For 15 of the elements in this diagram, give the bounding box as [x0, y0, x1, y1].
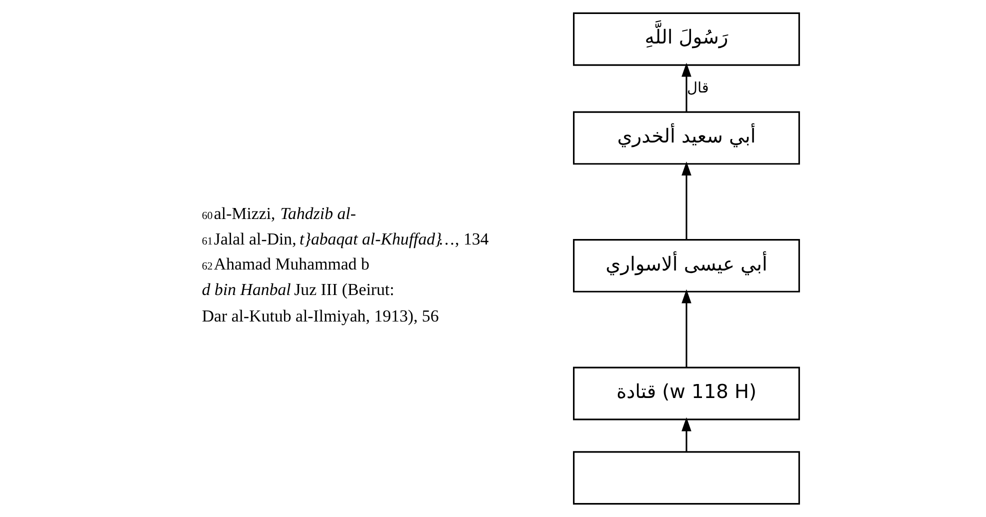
node-box: أبي سعيد ألخدري: [572, 111, 800, 165]
label: d bin Hanbal Juz III (Beirut:: [202, 280, 394, 299]
arrow: [682, 62, 692, 112]
arrow: [682, 162, 692, 240]
node-box: قتادة (w 118 H): [572, 366, 800, 420]
label: 62Ahamad Muhammad b: [202, 254, 370, 274]
arrow: [682, 417, 692, 452]
edge-label: قال: [687, 80, 709, 96]
node-box: أبي عيسى ألاسواري: [572, 239, 800, 292]
label: 60al-Mizzi, Tahdzib al-: [202, 204, 356, 223]
node-box: [572, 451, 800, 505]
label: Dar al-Kutub al-Ilmiyah, 1913), 56: [202, 306, 439, 326]
arrow: [682, 289, 692, 368]
label: 61Jalal al-Din, t}abaqat al-Khuffad}…, 134: [202, 229, 489, 248]
node-box: رَسُولَ اللَّهِ: [572, 12, 800, 66]
